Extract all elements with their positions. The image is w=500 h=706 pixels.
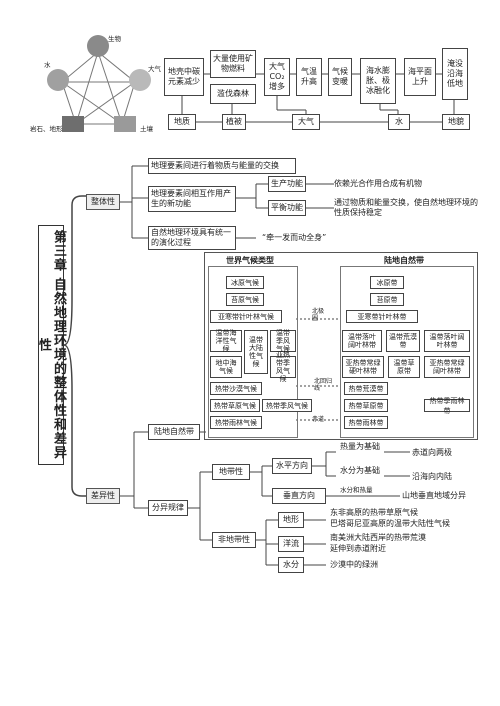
chain-landform: 地貌 <box>442 114 470 130</box>
chain-ice-melt: 海水膨胀、极冰融化 <box>360 58 396 104</box>
zone-subtropical-evergreen: 亚热带常绿阔叶林带 <box>424 356 470 378</box>
zone-monsoon-forest: 热带季雨林带 <box>424 397 470 415</box>
azonal-box: 非地带性 <box>212 532 256 548</box>
eq-to-pole: 赤道向两极 <box>412 448 452 457</box>
horizontal-box: 水平方向 <box>272 458 312 474</box>
node-rock: 岩石、地形 <box>30 125 63 133</box>
coast-inland: 沿海向内陆 <box>412 472 452 481</box>
zone-column <box>340 266 474 438</box>
lat-tropic: 北回归线 <box>314 378 333 392</box>
chain-sea-rise: 海平面上升 <box>404 58 436 96</box>
evolution-desc: “牵一发而动全身” <box>262 233 327 242</box>
lat-equator: 赤道 <box>312 416 325 423</box>
heat-basis: 热量为基础 <box>340 442 380 451</box>
climate-temperate-monsoon: 温带季风气候 <box>270 329 296 353</box>
climate-continental: 温带大陆性气候 <box>244 330 268 374</box>
terrain-desc-2: 巴塔哥尼亚高原的温带大陆性气候 <box>330 519 450 528</box>
current-desc-2: 延伸到赤道附近 <box>330 544 386 553</box>
zone-temperate-grassland: 温带草原带 <box>388 356 420 378</box>
climate-column <box>208 266 298 438</box>
production-function: 生产功能 <box>268 176 306 192</box>
zone-tropical-desert: 热带荒漠带 <box>344 382 388 395</box>
chain-geology: 地质 <box>168 114 196 130</box>
lat-arctic: 北极圈 <box>312 308 325 322</box>
current-box: 洋流 <box>278 536 304 552</box>
chain-co2-increase: 大气CO₂增多 <box>264 58 290 96</box>
node-water: 水 <box>44 61 51 69</box>
node-atmosphere: 大气 <box>148 65 161 73</box>
evolution-item: 自然地理环境具有统一的演化过程 <box>148 226 236 250</box>
climate-tropical-monsoon: 热带季风气候 <box>262 399 312 412</box>
current-desc-1: 南美洲大陆西岸的热带荒漠 <box>330 533 426 542</box>
climate-marine: 温带海洋性气候 <box>210 329 242 353</box>
climate-mediterranean: 地中海气候 <box>210 356 242 378</box>
chain-fossil-fuel: 大量使用矿物燃料 <box>210 50 256 78</box>
chain-flood-coast: 淹没沿海低地 <box>442 48 468 100</box>
zonal-box: 地带性 <box>212 464 250 480</box>
zone-rainforest: 热带雨林带 <box>344 416 388 429</box>
zone-temperate-broadleaf-west: 温带落叶阔叶林带 <box>342 330 382 352</box>
mountain-zoning: 山地垂直地域分异 <box>402 491 466 500</box>
zone-subtropical-sclerophyll: 亚热带常绿硬叶林带 <box>342 356 384 378</box>
heat-water: 水分和热量 <box>340 486 373 494</box>
climate-panel-title: 世界气候类型 <box>226 256 274 265</box>
water-box: 水分 <box>278 557 304 573</box>
zone-tundra: 苔原带 <box>370 293 404 306</box>
land-zone-box: 陆地自然带 <box>148 424 200 440</box>
chain-temp-rise: 气温升高 <box>296 58 322 96</box>
new-function-item: 地理要素间相互作用产生的新功能 <box>148 186 236 212</box>
zone-temperate-broadleaf-east: 温带落叶阔叶林带 <box>424 330 470 352</box>
climate-desert: 热带沙漠气候 <box>210 382 262 395</box>
terrain-box: 地形 <box>278 512 304 528</box>
balance-function: 平衡功能 <box>268 200 306 216</box>
vertical-box: 垂直方向 <box>272 488 326 504</box>
chain-vegetation: 植被 <box>222 114 246 130</box>
chain-carbon-decrease: 地壳中碳元素减少 <box>164 58 204 96</box>
terrain-desc-1: 东非高原的热带草原气候 <box>330 508 418 517</box>
pattern-box: 分异规律 <box>148 500 188 516</box>
zone-savanna: 热带草原带 <box>344 399 388 412</box>
climate-panel <box>204 252 478 440</box>
climate-subtropical-monsoon: 亚热带季风气候 <box>270 351 296 383</box>
climate-rainforest: 热带雨林气候 <box>210 416 262 429</box>
water-desc: 沙漠中的绿洲 <box>330 560 378 569</box>
zone-taiga: 亚寒带针叶林带 <box>346 310 418 323</box>
chain-deforestation: 滥伐森林 <box>210 84 256 104</box>
node-soil: 土壤 <box>140 125 153 133</box>
zone-panel-title: 陆地自然带 <box>384 256 424 265</box>
climate-icecap: 冰原气候 <box>226 276 264 289</box>
zone-icecap: 冰原带 <box>370 276 404 289</box>
climate-savanna: 热带草原气候 <box>210 399 260 412</box>
chain-water: 水 <box>388 114 410 130</box>
wholeness-label: 整体性 <box>86 194 120 210</box>
zone-temperate-desert: 温带荒漠带 <box>386 330 420 352</box>
diversity-label: 差异性 <box>86 488 120 504</box>
water-basis: 水分为基础 <box>340 466 380 475</box>
chain-warming: 气候变暖 <box>328 58 352 96</box>
climate-tundra: 苔原气候 <box>226 293 264 306</box>
balance-desc: 通过物质和能量交换，使自然地理环境的性质保持稳定 <box>334 198 478 217</box>
chain-atmosphere: 大气 <box>292 114 320 130</box>
climate-subarctic: 亚寒带针叶林气候 <box>210 310 282 323</box>
chapter-title: 第三章 自然地理环境的整体性和差异性 <box>36 225 66 465</box>
node-biology: 生物 <box>108 35 121 43</box>
exchange-item: 地理要素间进行着物质与能量的交换 <box>148 158 296 174</box>
production-desc: 依赖光合作用合成有机物 <box>334 179 422 188</box>
